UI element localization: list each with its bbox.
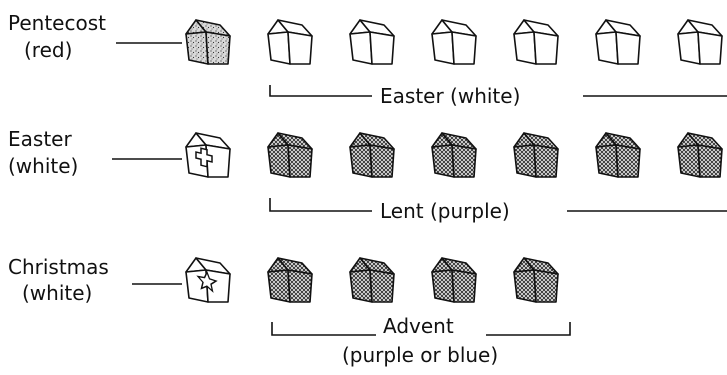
blocks-advent-purple-or-blue (268, 258, 558, 302)
blocks-advent-purple-or-blue-block (514, 258, 558, 302)
blocks-lent-purple-block (432, 133, 476, 177)
blocks-easter-white-block (596, 20, 640, 64)
bracket-easter: Easter (white) (270, 84, 727, 108)
blocks-lent-purple-block (678, 133, 722, 177)
row-label-christmas-line-1: Christmas (8, 255, 109, 279)
blocks-lent-purple-block (350, 133, 394, 177)
blocks-advent-purple-or-blue-block (268, 258, 312, 302)
blocks-easter-white-block (678, 20, 722, 64)
blocks-easter-white-block (350, 20, 394, 64)
blocks-easter-white-block (432, 20, 476, 64)
row-easter: Easter (white) Lent (purple) (8, 127, 727, 223)
blocks-lent-purple-block (596, 133, 640, 177)
blocks-lent-purple (268, 133, 722, 177)
row-label-easter-line-1: Easter (8, 127, 72, 151)
bracket-advent: Advent (purple or blue) (272, 314, 570, 367)
bracket-sublabel-advent: (purple or blue) (342, 343, 498, 367)
row-christmas: Christmas (white) Advent (purple or blue… (8, 255, 570, 367)
bracket-label-easter: Easter (white) (380, 84, 520, 108)
bracket-label-lent: Lent (purple) (380, 199, 510, 223)
bracket-lent: Lent (purple) (270, 198, 727, 223)
blocks-advent-purple-or-blue-block (432, 258, 476, 302)
row-label-pentecost-line-2: (red) (24, 38, 72, 62)
blocks-lent-purple-block (268, 133, 312, 177)
bracket-label-advent: Advent (383, 314, 454, 338)
blocks-lent-purple-block (514, 133, 558, 177)
row-label-easter-line-2: (white) (8, 154, 78, 178)
row-label-christmas-line-2: (white) (22, 281, 92, 305)
blocks-easter-white (268, 20, 722, 64)
blocks-easter-white-block (268, 20, 312, 64)
row-pentecost: Pentecost (red) Easter (white) (8, 11, 727, 108)
blocks-easter-white-block (514, 20, 558, 64)
season-block-pentecost-red (186, 20, 230, 64)
row-label-pentecost-line-1: Pentecost (8, 11, 106, 35)
blocks-advent-purple-or-blue-block (350, 258, 394, 302)
